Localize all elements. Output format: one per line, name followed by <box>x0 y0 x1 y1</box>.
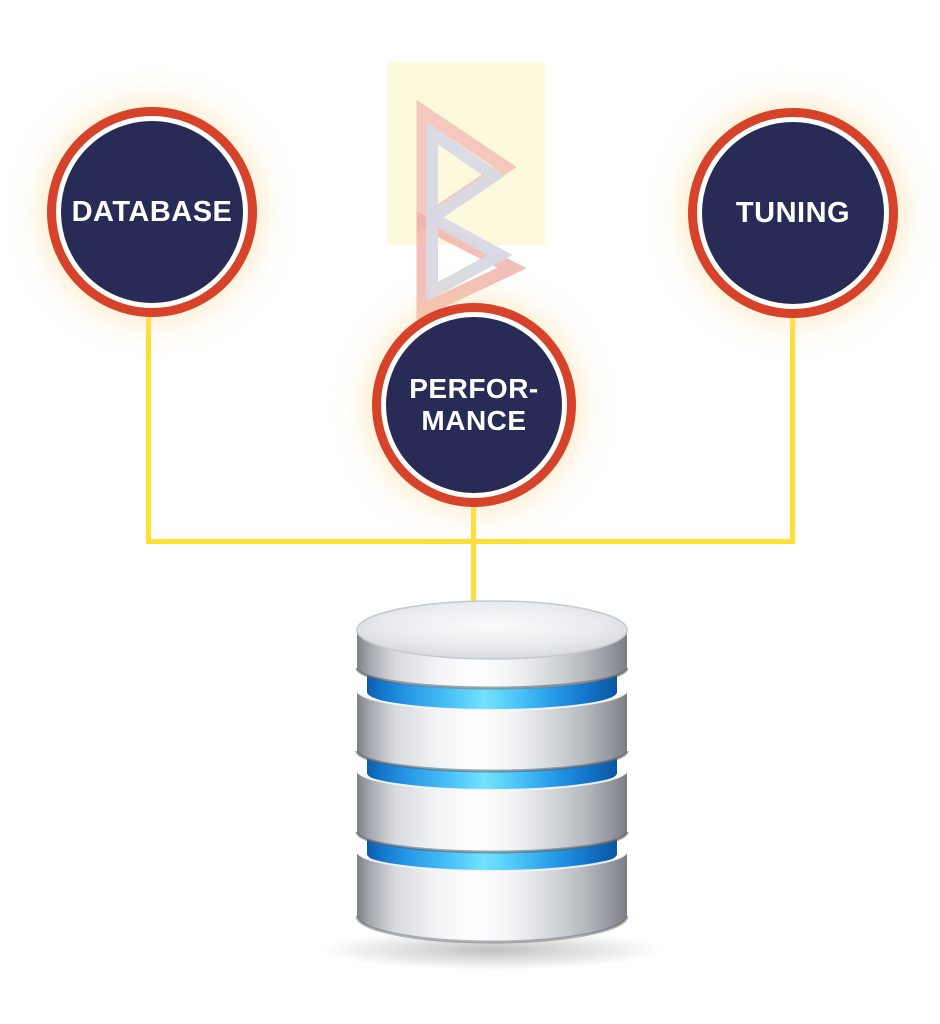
database-cylinder-icon <box>322 600 662 970</box>
connector-tuning-vertical <box>790 312 795 544</box>
node-performance-label-line1: PERFOR- <box>409 372 539 404</box>
node-database: DATABASE <box>56 116 248 308</box>
connector-database-vertical <box>146 312 151 544</box>
node-performance: PERFOR- MANCE <box>381 312 567 498</box>
watermark-logo-shapes <box>416 99 527 321</box>
company-logo-watermark-icon <box>387 62 545 321</box>
node-database-label: DATABASE <box>71 195 233 228</box>
node-tuning-label: TUNING <box>735 196 851 229</box>
connector-horizontal <box>146 539 795 544</box>
cylinder-shadow <box>322 930 662 970</box>
node-performance-label: PERFOR- MANCE <box>409 373 539 437</box>
node-tuning: TUNING <box>697 117 889 309</box>
connector-performance-vertical <box>471 500 476 614</box>
cylinder-silver-segments <box>355 600 629 944</box>
node-performance-label-line2: MANCE <box>421 405 527 436</box>
